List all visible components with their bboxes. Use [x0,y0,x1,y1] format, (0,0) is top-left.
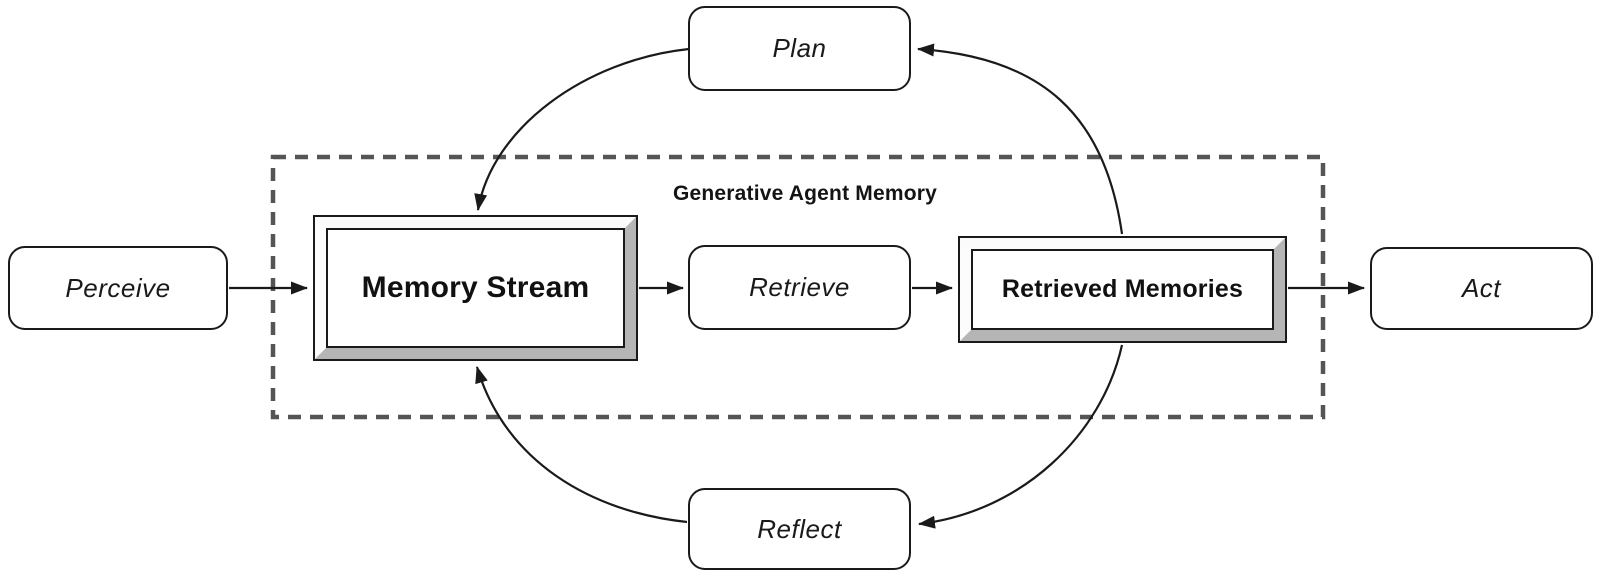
node-plan-label: Plan [772,33,827,63]
group-title-generative-agent-memory: Generative Agent Memory [672,182,938,205]
node-memory-stream-label: Memory Stream [361,271,590,304]
edge-retrieved-memories-to-reflect [918,344,1124,529]
node-perceive-label: Perceive [65,272,171,303]
memory-stream-bevel [315,217,636,359]
memory-stream-inner: Memory Stream [326,228,625,348]
edge-reflect-to-memory-stream [475,366,688,524]
node-act: Act [1370,247,1593,330]
node-act-label: Act [1461,273,1502,303]
node-reflect-label: Reflect [757,513,842,544]
retrieved-memories-inner: Retrieved Memories [971,249,1274,330]
edge-plan-to-memory-stream [474,47,690,211]
node-plan: Plan [688,6,911,91]
node-perceive: Perceive [8,246,228,330]
node-retrieve-label: Retrieve [749,272,850,302]
retrieved-memories-bevel [960,238,1285,341]
node-retrieved-memories-label: Retrieved Memories [1001,275,1244,303]
node-retrieved-memories: Retrieved Memories [958,236,1287,343]
edge-retrieved-memories-to-plan [917,43,1124,235]
node-reflect: Reflect [688,488,911,570]
node-retrieve: Retrieve [688,245,911,330]
node-memory-stream: Memory Stream [313,215,638,361]
